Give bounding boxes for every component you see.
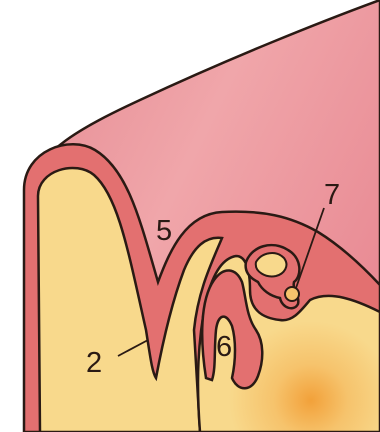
bud-inner-space bbox=[256, 253, 287, 276]
label-5: 5 bbox=[156, 215, 172, 247]
label-7: 7 bbox=[324, 179, 340, 211]
label-6: 6 bbox=[216, 331, 232, 363]
label-2: 2 bbox=[86, 347, 102, 379]
bud-tip bbox=[285, 287, 299, 301]
